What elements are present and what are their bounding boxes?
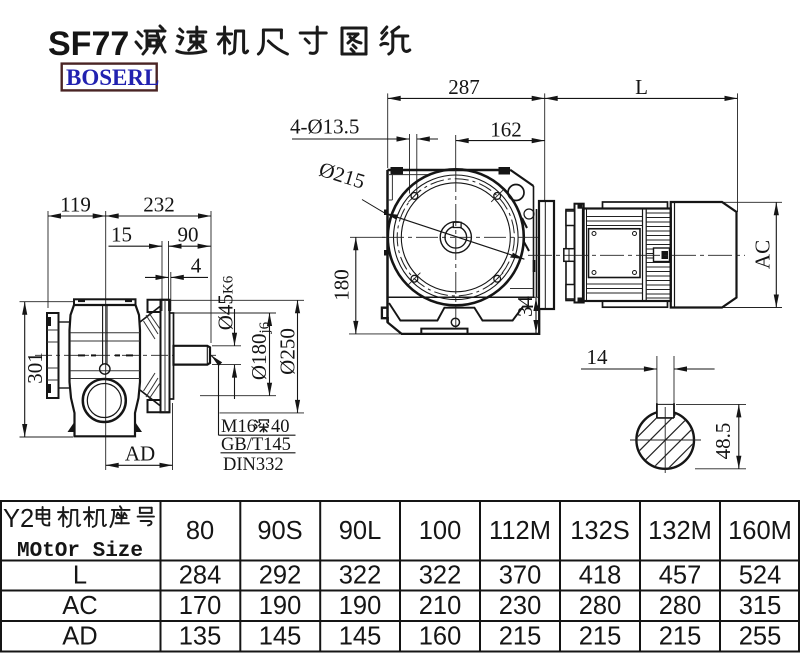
svg-text:145: 145 [259,623,302,651]
svg-text:280: 280 [579,592,622,620]
svg-text:215: 215 [659,623,702,651]
svg-text:119: 119 [60,193,91,217]
svg-text:232: 232 [143,193,175,217]
svg-text:AD: AD [62,623,97,651]
svg-text:GB/T145: GB/T145 [221,435,291,455]
svg-text:135: 135 [179,623,222,651]
svg-text:L: L [635,75,648,99]
svg-text:322: 322 [339,562,382,590]
svg-text:215: 215 [499,623,542,651]
svg-text:230: 230 [499,592,542,620]
svg-text:180: 180 [330,269,354,301]
svg-text:AC: AC [62,592,97,620]
svg-text:292: 292 [259,562,302,590]
svg-text:Y2: Y2 [3,505,34,533]
svg-text:AC: AC [751,240,775,269]
svg-text:457: 457 [659,562,702,590]
svg-text:418: 418 [579,562,622,590]
svg-text:315: 315 [739,592,782,620]
svg-text:80: 80 [186,517,214,545]
svg-text:370: 370 [499,562,542,590]
svg-text:L: L [73,562,87,590]
svg-text:145: 145 [339,623,382,651]
svg-text:90L: 90L [339,517,382,545]
svg-text:160: 160 [419,623,462,651]
svg-text:SF77: SF77 [48,25,129,63]
svg-text:132S: 132S [570,517,630,545]
svg-text:90: 90 [178,223,199,247]
svg-text:190: 190 [339,592,382,620]
svg-text:132M: 132M [648,517,712,545]
svg-text:112M: 112M [489,517,551,545]
svg-text:100: 100 [419,517,462,545]
svg-text:160M: 160M [728,517,792,545]
svg-text:Ø215: Ø215 [316,157,368,194]
svg-text:4-Ø13.5: 4-Ø13.5 [290,115,359,139]
svg-text:15: 15 [111,223,132,247]
svg-text:48.5: 48.5 [711,423,735,460]
svg-text:Ø45K6: Ø45K6 [214,275,238,330]
svg-text:AD: AD [125,442,155,466]
svg-text:255: 255 [739,623,782,651]
svg-text:284: 284 [179,562,222,590]
svg-text:M16: M16 [221,417,256,437]
svg-text:190: 190 [259,592,302,620]
svg-text:287: 287 [448,75,480,99]
svg-text:40: 40 [271,417,290,437]
svg-text:170: 170 [179,592,222,620]
svg-text:14: 14 [587,345,609,369]
svg-text:162: 162 [490,118,522,142]
svg-text:280: 280 [659,592,702,620]
svg-text:301: 301 [23,352,47,384]
svg-text:MOtOr Size: MOtOr Size [17,540,143,563]
svg-text:210: 210 [419,592,462,620]
svg-text:BOSERL: BOSERL [66,65,159,90]
svg-text:DIN332: DIN332 [223,455,284,475]
svg-text:Ø250: Ø250 [276,328,300,375]
svg-text:322: 322 [419,562,462,590]
svg-text:Ø180j6: Ø180j6 [247,321,273,380]
svg-text:215: 215 [579,623,622,651]
svg-text:4: 4 [191,254,202,278]
svg-text:90S: 90S [257,517,302,545]
svg-text:524: 524 [739,562,782,590]
